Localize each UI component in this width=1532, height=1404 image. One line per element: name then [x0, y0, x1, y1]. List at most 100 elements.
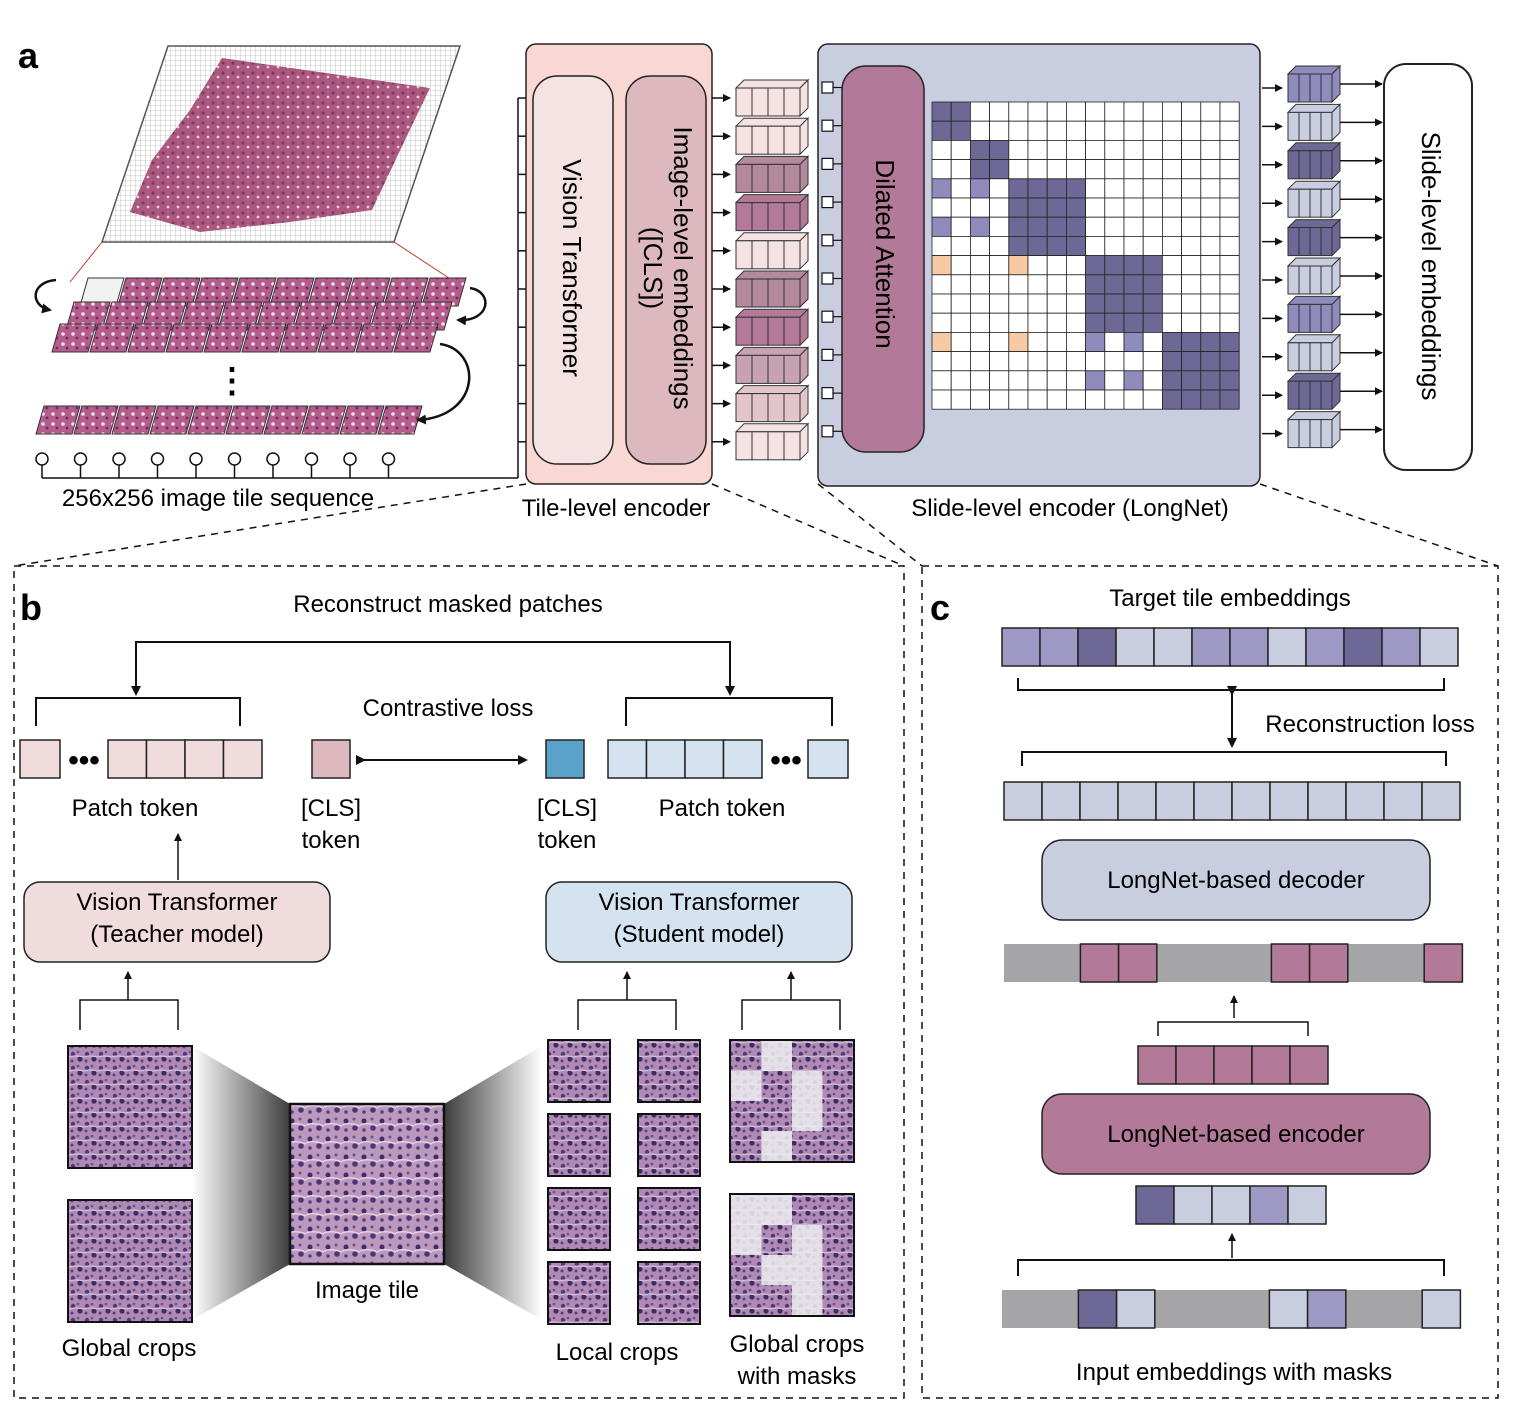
attention-cell: [1066, 351, 1087, 372]
attention-cell: [1123, 331, 1144, 352]
student-patch-tokens: [607, 739, 849, 779]
embedding-cell: [735, 431, 753, 461]
slide-embedding-cell: [1320, 150, 1333, 180]
mask-patch: [792, 1101, 823, 1131]
slide-embeddings-box: [1383, 63, 1473, 471]
attention-cell: [1162, 159, 1183, 180]
attention-cell: [1162, 389, 1183, 410]
image-tile-thumbnail: [203, 323, 249, 353]
pin-head: [227, 452, 242, 466]
attention-cell: [970, 178, 991, 199]
input-embedding-cell: [1268, 1289, 1309, 1329]
attention-cell: [1123, 389, 1144, 410]
attention-cell: [1046, 370, 1067, 391]
slide-embedding-cell: [1309, 419, 1322, 449]
pin-head: [304, 452, 319, 466]
slide-embedding-cell: [1309, 188, 1322, 218]
attention-cell: [1027, 139, 1048, 160]
attention-cell: [1162, 235, 1183, 256]
slide-embedding-cell: [1309, 150, 1322, 180]
attention-cell: [1008, 370, 1029, 391]
attention-cell: [950, 235, 971, 256]
embedding-cell: [735, 354, 753, 384]
encoded-embedding-cell: [1251, 1045, 1291, 1085]
slide-embedding-cell: [1320, 111, 1333, 141]
attention-cell: [1046, 178, 1067, 199]
slide-embedding-cell: [1320, 265, 1333, 295]
attention-cell: [1027, 101, 1048, 122]
slide-embedding-cell: [1287, 303, 1300, 333]
embedding-cell: [767, 163, 785, 193]
attention-cell: [1085, 139, 1106, 160]
attention-cell: [1046, 216, 1067, 237]
target-embedding-cell: [1305, 627, 1345, 667]
target-embedding-cell: [1077, 627, 1117, 667]
curved-arrow-right: [456, 286, 487, 326]
input-token-square: [821, 425, 834, 438]
visible-embedding-cell: [1135, 1185, 1175, 1225]
attention-cell: [1027, 274, 1048, 295]
attention-cell: [950, 178, 971, 199]
attention-cell: [1085, 370, 1106, 391]
attention-cell: [950, 370, 971, 391]
dilated-attention-label: Dilated Attention: [870, 159, 900, 348]
cls-right-label-1: [CLS]: [537, 795, 597, 822]
dilated-attention-block: [841, 65, 925, 453]
teacher-model-box: [23, 881, 331, 963]
attention-cell: [1104, 178, 1125, 199]
attention-cell: [970, 351, 991, 372]
attention-cell: [1142, 312, 1163, 333]
slide-embedding-cell: [1320, 342, 1333, 372]
slide-embedding-cell: [1298, 380, 1311, 410]
attention-cell: [1219, 139, 1240, 160]
embedding-stack-top: [734, 194, 810, 204]
attention-cell: [1142, 370, 1163, 391]
attention-cell: [970, 312, 991, 333]
attention-cell: [1200, 293, 1221, 314]
attention-cell: [931, 101, 952, 122]
attention-cell: [1008, 255, 1029, 276]
attention-cell: [1046, 293, 1067, 314]
attention-cell: [989, 197, 1010, 218]
local-crop: [547, 1187, 611, 1251]
attention-cell: [1008, 312, 1029, 333]
longnet-encoder-box: [1041, 1093, 1431, 1175]
attention-cell: [989, 312, 1010, 333]
attention-cell: [1027, 351, 1048, 372]
attention-cell: [989, 255, 1010, 276]
encoded-embedding-cell: [1289, 1045, 1329, 1085]
decoder-input-cell: [1308, 943, 1349, 983]
slide-embedding-cell: [1287, 188, 1300, 218]
visible-embedding-cell: [1287, 1185, 1327, 1225]
reconstruction-loss-label: Reconstruction loss: [1265, 711, 1474, 738]
attention-cell: [1219, 178, 1240, 199]
attention-cell: [1104, 293, 1125, 314]
input-token-square: [821, 119, 834, 132]
attention-cell: [931, 274, 952, 295]
slide-embedding-cell: [1320, 380, 1333, 410]
slide-embedding-cell: [1309, 380, 1322, 410]
attention-cell: [1162, 293, 1183, 314]
teacher-patch-token: [222, 739, 263, 779]
attention-cell: [1142, 120, 1163, 141]
attention-cell: [1123, 216, 1144, 237]
attention-cell: [1104, 216, 1125, 237]
embedding-cell: [767, 278, 785, 308]
student-label-1: Vision Transformer: [599, 889, 800, 916]
slide-embedding-cell: [1320, 419, 1333, 449]
attention-cell: [1085, 255, 1106, 276]
attention-cell: [1162, 370, 1183, 391]
target-embedding-cell: [1153, 627, 1193, 667]
slide-embedding-cell: [1298, 342, 1311, 372]
zoom-lines: [13, 483, 1499, 567]
attention-cell: [1027, 235, 1048, 256]
patch-token-left-label: Patch token: [72, 795, 199, 822]
slide-stack-top: [1286, 372, 1342, 382]
input-token-square: [821, 387, 834, 400]
attention-cell: [950, 216, 971, 237]
slide-embedding-cell: [1309, 111, 1322, 141]
tile-encoder-label: Tile-level encoder: [522, 495, 711, 522]
panel-b-frame: [13, 565, 905, 1399]
attention-cell: [1142, 101, 1163, 122]
